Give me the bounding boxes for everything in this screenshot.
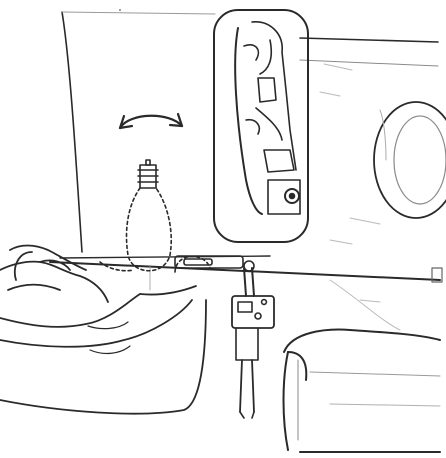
detail-inset [214, 10, 308, 242]
rotate-arrow-icon [120, 114, 182, 128]
background-marks [320, 64, 442, 302]
handwheel [374, 102, 446, 218]
free-arm [284, 330, 441, 452]
light-bulb [100, 114, 210, 272]
needle-assembly [232, 261, 274, 418]
